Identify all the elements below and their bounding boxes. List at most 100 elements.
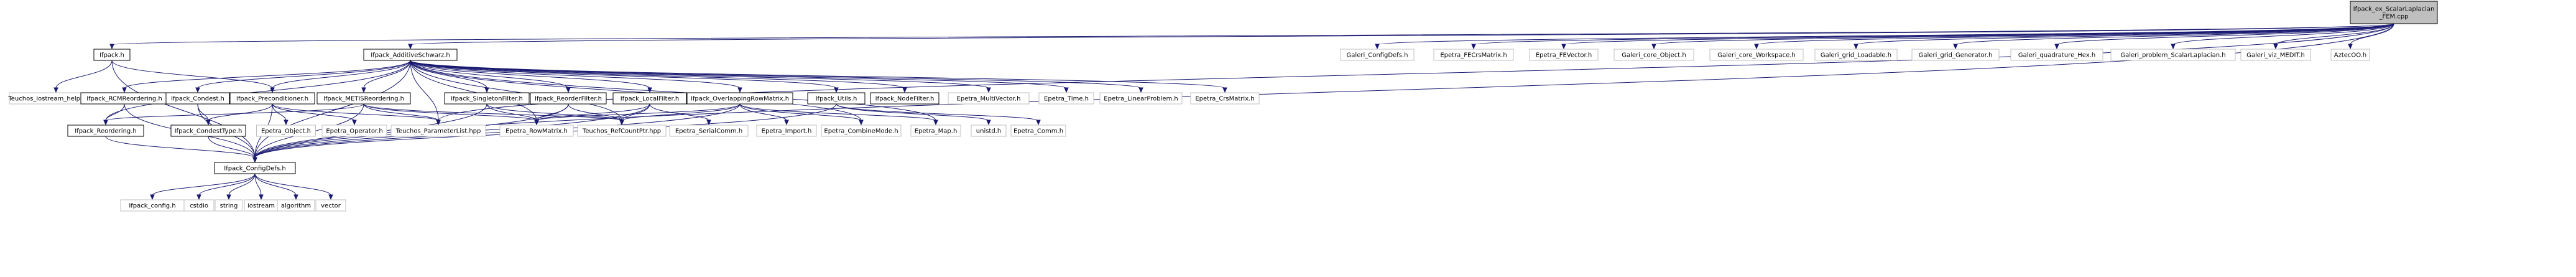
node-label: Ifpack_ConfigDefs.h bbox=[224, 166, 285, 172]
edge-overlapping_rowmatrix-to-epetra_combinemode bbox=[739, 103, 864, 126]
node-label: Galeri_quadrature_Hex.h bbox=[2018, 52, 2095, 59]
node-label: Ifpack_SingletonFilter.h bbox=[451, 96, 523, 103]
node-box bbox=[2240, 49, 2311, 61]
node-epetra-fecrsmatrix[interactable]: Epetra_FECrsMatrix.h bbox=[1433, 49, 1514, 61]
node-box bbox=[67, 124, 144, 137]
node-ifpack-config[interactable]: Ifpack_config.h bbox=[120, 199, 185, 212]
node-box bbox=[612, 92, 687, 105]
edge-additive_schwarz-to-reorder_filter bbox=[410, 60, 571, 93]
node-galeri-configdefs[interactable]: Galeri_ConfigDefs.h bbox=[1340, 49, 1415, 61]
edge-additive_schwarz-to-condest_h bbox=[195, 60, 411, 93]
node-additive-schwarz[interactable]: Ifpack_AdditiveSchwarz.h bbox=[363, 49, 458, 61]
edge-root-to-galeri_grid_loadable bbox=[1854, 23, 2394, 50]
node-label: vector bbox=[321, 203, 341, 210]
node-label: Ifpack_CondestType.h bbox=[175, 128, 242, 135]
node-galeri-grid-loadable[interactable]: Galeri_grid_Loadable.h bbox=[1814, 49, 1898, 61]
node-cstdio[interactable]: cstdio bbox=[183, 199, 215, 212]
node-vector[interactable]: vector bbox=[315, 199, 346, 212]
edge-ifpack_configdefs-to-algorithm bbox=[254, 173, 298, 200]
edge-ifpack_h-to-ifpack_configdefs bbox=[111, 60, 257, 163]
node-box bbox=[756, 124, 817, 137]
node-box bbox=[2330, 49, 2370, 61]
node-epetra-multivector[interactable]: Epetra_MultiVector.h bbox=[948, 92, 1030, 105]
edge-root-to-galeri_core_workspace bbox=[1754, 23, 2394, 50]
node-label: Galeri_problem_ScalarLaplacian.h bbox=[2120, 52, 2225, 59]
node-epetra-rowmatrix[interactable]: Epetra_RowMatrix.h bbox=[499, 124, 574, 137]
node-condest-type[interactable]: Ifpack_CondestType.h bbox=[170, 124, 246, 137]
node-teuchos-rcpptr[interactable]: Teuchos_RefCountPtr.hpp bbox=[577, 124, 667, 137]
node-overlapping-rowmatrix[interactable]: Ifpack_OverlappingRowMatrix.h bbox=[686, 92, 793, 105]
edge-root-to-galeri_viz_medit bbox=[2273, 23, 2394, 50]
node-label: Epetra_RowMatrix.h bbox=[506, 128, 568, 135]
node-box bbox=[2110, 49, 2236, 61]
node-galeri-problem-scalarlaplacian[interactable]: Galeri_problem_ScalarLaplacian.h bbox=[2110, 49, 2236, 61]
edge-ifpack_h-to-preconditioner bbox=[111, 60, 275, 93]
node-root[interactable]: Ifpack_ex_ScalarLaplacian_FEM.cpp bbox=[2350, 1, 2438, 24]
node-label: Galeri_ConfigDefs.h bbox=[1347, 52, 1408, 59]
node-label: Epetra_Import.h bbox=[762, 128, 812, 135]
node-box bbox=[1038, 92, 1094, 105]
edge-metis_reordering-to-reordering bbox=[103, 103, 364, 126]
node-label: iostream bbox=[247, 203, 275, 210]
node-metis-reordering[interactable]: Ifpack_METISReordering.h bbox=[316, 92, 411, 105]
node-label: Teuchos_iostream_helpers.hpp bbox=[7, 96, 103, 103]
node-singleton-filter[interactable]: Ifpack_SingletonFilter.h bbox=[444, 92, 530, 105]
node-box bbox=[390, 124, 486, 137]
node-box bbox=[1911, 49, 2000, 61]
node-reordering[interactable]: Ifpack_Reordering.h bbox=[67, 124, 144, 137]
node-unistd[interactable]: unistd.h bbox=[971, 124, 1007, 137]
edge-root-to-galeri_grid_generator bbox=[1953, 23, 2394, 50]
node-box bbox=[1814, 49, 1898, 61]
node-box bbox=[686, 92, 793, 105]
node-epetra-import[interactable]: Epetra_Import.h bbox=[756, 124, 817, 137]
node-aztecoo[interactable]: AztecOO.h bbox=[2330, 49, 2370, 61]
node-ifpack-configdefs[interactable]: Ifpack_ConfigDefs.h bbox=[214, 162, 296, 174]
edge-ifpack_configdefs-to-iostream bbox=[254, 173, 264, 200]
node-epetra-map[interactable]: Epetra_Map.h bbox=[910, 124, 961, 137]
edge-additive_schwarz-to-utils bbox=[410, 60, 839, 93]
node-node-filter[interactable]: Ifpack_NodeFilter.h bbox=[870, 92, 939, 105]
edge-additive_schwarz-to-node_filter bbox=[410, 60, 907, 93]
node-condest-h[interactable]: Ifpack_Condest.h bbox=[165, 92, 230, 105]
edge-root-to-galeri_problem_scalarlaplacian bbox=[2171, 23, 2394, 50]
node-epetra-comm[interactable]: Epetra_Comm.h bbox=[1010, 124, 1066, 137]
node-galeri-core-object[interactable]: Galeri_core_Object.h bbox=[1613, 49, 1694, 61]
node-epetra-crsmatrix[interactable]: Epetra_CrsMatrix.h bbox=[1190, 92, 1260, 105]
node-box bbox=[1709, 49, 1804, 61]
node-box bbox=[229, 92, 315, 105]
node-epetra-operator[interactable]: Epetra_Operator.h bbox=[321, 124, 387, 137]
node-label: _FEM.cpp bbox=[2378, 14, 2408, 21]
node-galeri-core-workspace[interactable]: Galeri_core_Workspace.h bbox=[1709, 49, 1804, 61]
node-galeri-grid-generator[interactable]: Galeri_grid_Generator.h bbox=[1911, 49, 2000, 61]
edge-preconditioner-to-epetra_object bbox=[272, 103, 289, 126]
node-box bbox=[2010, 49, 2103, 61]
node-epetra-serialcomm[interactable]: Epetra_SerialComm.h bbox=[669, 124, 749, 137]
node-epetra-linearproblem[interactable]: Epetra_LinearProblem.h bbox=[1099, 92, 1183, 105]
node-box bbox=[1190, 92, 1260, 105]
node-label: Epetra_FEVector.h bbox=[1536, 52, 1592, 59]
node-string[interactable]: string bbox=[215, 199, 243, 212]
node-galeri-quadrature-hex[interactable]: Galeri_quadrature_Hex.h bbox=[2010, 49, 2103, 61]
edge-additive_schwarz-to-rcm_reordering bbox=[122, 60, 411, 93]
node-epetra-combinemode[interactable]: Epetra_CombineMode.h bbox=[821, 124, 902, 137]
node-local-filter[interactable]: Ifpack_LocalFilter.h bbox=[612, 92, 687, 105]
node-galeri-viz-medit[interactable]: Galeri_viz_MEDIT.h bbox=[2240, 49, 2311, 61]
node-label: cstdio bbox=[190, 203, 208, 210]
edge-utils-to-unistd bbox=[836, 103, 991, 126]
node-iostream[interactable]: iostream bbox=[244, 199, 279, 212]
node-reorder-filter[interactable]: Ifpack_ReorderFilter.h bbox=[530, 92, 607, 105]
node-algorithm[interactable]: algorithm bbox=[277, 199, 315, 212]
node-preconditioner[interactable]: Ifpack_Preconditioner.h bbox=[229, 92, 315, 105]
node-box bbox=[1613, 49, 1694, 61]
node-rcm-reordering[interactable]: Ifpack_RCMReordering.h bbox=[80, 92, 169, 105]
node-teuchos-parameterlist[interactable]: Teuchos_ParameterList.hpp bbox=[390, 124, 486, 137]
node-label: Epetra_MultiVector.h bbox=[957, 96, 1021, 103]
node-epetra-fevector[interactable]: Epetra_FEVector.h bbox=[1529, 49, 1599, 61]
node-ifpack-h[interactable]: Ifpack.h bbox=[93, 49, 131, 61]
node-epetra-time[interactable]: Epetra_Time.h bbox=[1038, 92, 1094, 105]
node-label: Ifpack_NodeFilter.h bbox=[875, 96, 935, 103]
node-box bbox=[1433, 49, 1514, 61]
node-utils[interactable]: Ifpack_Utils.h bbox=[807, 92, 866, 105]
node-epetra-object[interactable]: Epetra_Object.h bbox=[256, 124, 316, 137]
node-box bbox=[315, 199, 346, 212]
